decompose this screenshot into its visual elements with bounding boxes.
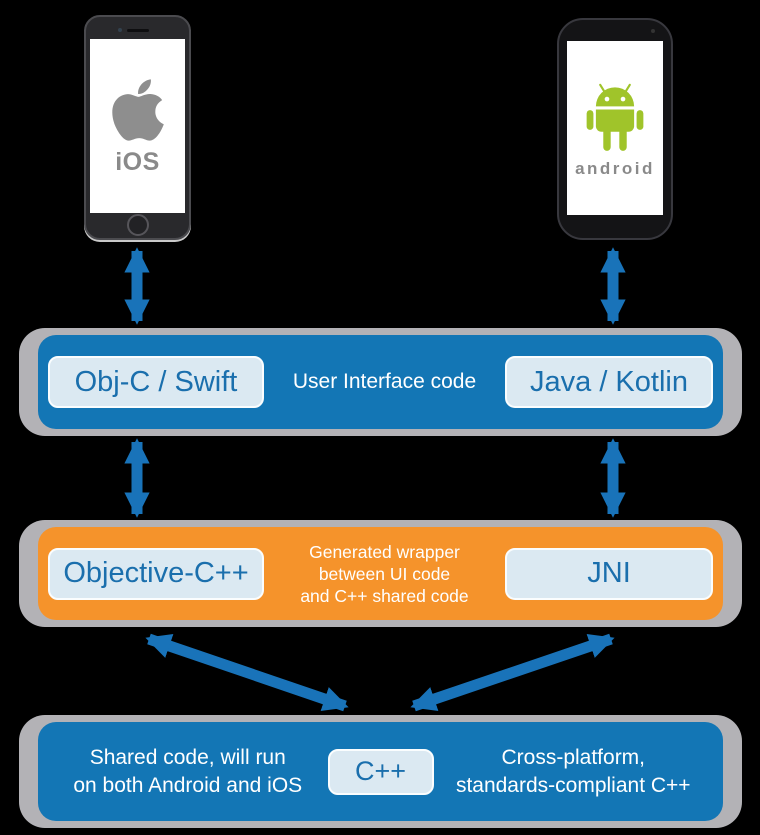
shared-layer-right-caption: Cross-platform, standards-compliant C++ — [434, 744, 714, 800]
iphone-device: iOS — [84, 15, 191, 240]
ui-layer-band: Obj-C / Swift User Interface code Java /… — [19, 328, 742, 436]
objc-swift-label: Obj-C / Swift — [74, 365, 238, 398]
iphone-speaker-slot — [126, 29, 149, 32]
ui-layer-inner: Obj-C / Swift User Interface code Java /… — [38, 335, 723, 429]
android-screen: android — [567, 41, 663, 215]
android-camera-dot — [651, 29, 655, 33]
shared-layer-left-caption: Shared code, will run on both Android an… — [48, 744, 328, 800]
wrapper-layer-caption: Generated wrapper between UI code and C+… — [264, 541, 505, 607]
android-wordmark: android — [575, 159, 655, 178]
android-robot-icon — [586, 83, 644, 151]
cpp-label: C++ — [354, 756, 407, 786]
objc-swift-chip: Obj-C / Swift — [48, 356, 264, 408]
iphone-home-button — [126, 214, 149, 236]
shared-right-line-1: Cross-platform, — [501, 745, 646, 769]
shared-layer-band: Shared code, will run on both Android an… — [19, 715, 742, 828]
cpp-chip: C++ — [327, 748, 434, 795]
jni-chip: JNI — [505, 547, 713, 600]
java-kotlin-label: Java / Kotlin — [530, 365, 688, 398]
ios-label: iOS — [115, 148, 160, 176]
jni-label: JNI — [587, 557, 631, 589]
wrapper-caption-line-2: between UI code — [318, 563, 451, 584]
iphone-camera-dot — [118, 28, 122, 32]
shared-left-line-1: Shared code, will run — [89, 745, 286, 769]
wrapper-layer-inner: Objective-C++ Generated wrapper between … — [38, 527, 723, 620]
java-kotlin-chip: Java / Kotlin — [505, 356, 713, 408]
shared-layer-inner: Shared code, will run on both Android an… — [38, 722, 723, 821]
wrapper-caption-line-1: Generated wrapper — [309, 541, 460, 562]
objective-cpp-chip: Objective-C++ — [48, 547, 264, 600]
arrow-wrapper-left-to-shared — [145, 633, 349, 712]
wrapper-caption-line-3: and C++ shared code — [300, 585, 469, 606]
android-device: android — [557, 18, 673, 240]
iphone-screen: iOS — [90, 39, 185, 213]
arrow-wrapper-right-to-shared — [410, 633, 615, 712]
shared-left-line-2: on both Android and iOS — [73, 773, 303, 797]
ui-layer-caption: User Interface code — [292, 370, 477, 393]
objective-cpp-label: Objective-C++ — [63, 557, 249, 589]
apple-logo-icon — [111, 79, 164, 141]
shared-right-line-2: standards-compliant C++ — [455, 773, 691, 797]
wrapper-layer-band: Objective-C++ Generated wrapper between … — [19, 520, 742, 627]
